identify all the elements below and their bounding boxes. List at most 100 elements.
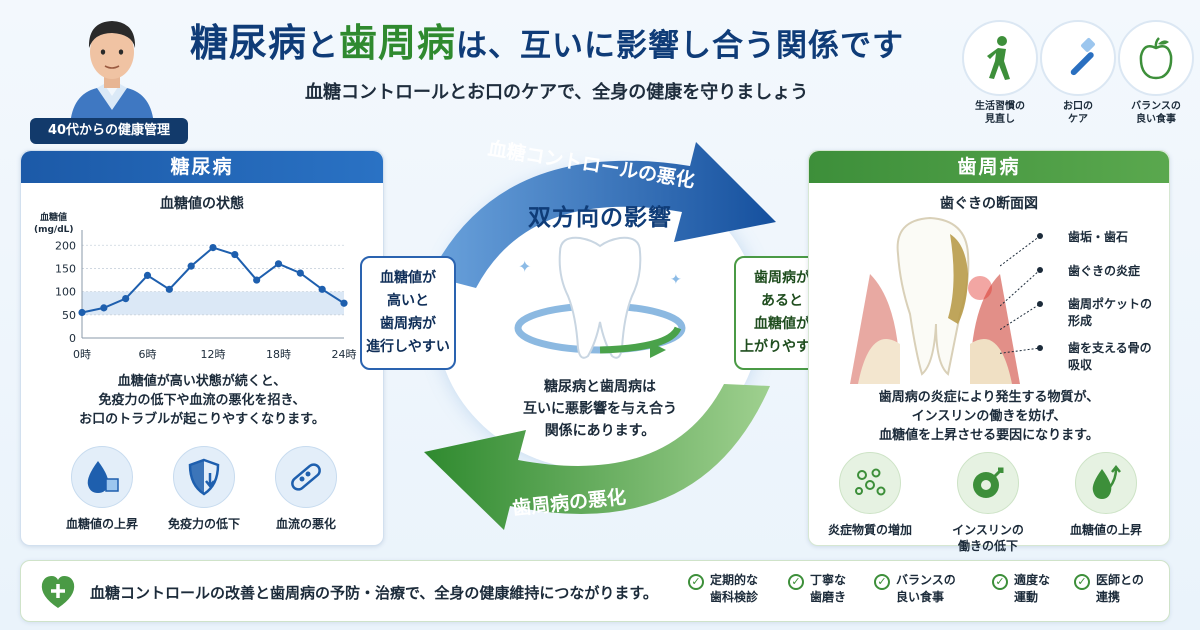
x-tick-label: 0時 <box>73 348 91 361</box>
callout-line: 進行しやすい <box>366 339 450 355</box>
chart-title: 血糖値の状態 <box>160 196 244 212</box>
check-line: 良い食事 <box>896 590 945 604</box>
toothbrush-icon <box>1070 38 1095 76</box>
footer-banner <box>20 560 1170 622</box>
glucose-point <box>143 271 152 280</box>
text-line: 血糖値が高い状態が続くと、 <box>117 374 287 389</box>
top-icon-label: お口の <box>1063 101 1093 112</box>
icon-label: 炎症物質の増加 <box>820 522 920 538</box>
gum-cross-section-diagram <box>850 216 1020 384</box>
blood-vessel-icon <box>291 463 321 491</box>
label-gum-inflammation: 歯ぐきの炎症 <box>1068 264 1141 278</box>
icon-label-line: 炎症物質の増加 <box>827 523 912 537</box>
callout-line: 血糖値が <box>754 316 810 332</box>
inflammation-particles-icon <box>855 468 886 496</box>
title-periodontal: 歯周病 <box>339 21 457 65</box>
label-plaque: 歯垢・歯石 <box>1068 230 1129 244</box>
text-line: お口のトラブルが起こりやすくなります。 <box>79 412 325 427</box>
text-line: 歯周病の炎症により発生する物質が、 <box>878 390 1100 405</box>
check-icon: ✓ <box>688 574 704 590</box>
callout-line: 高いと <box>387 293 429 309</box>
top-icon-label: バランスの <box>1131 101 1181 112</box>
check-line: 連携 <box>1096 590 1121 604</box>
callout-line: 歯周病が <box>380 316 436 332</box>
glucose-point <box>274 260 283 268</box>
periodontal-panel-header: 歯周病 <box>809 151 1169 183</box>
check-icon: ✓ <box>992 574 1008 590</box>
text-line: 互いに悪影響を与え合う <box>523 401 677 417</box>
y-tick-label: 200 <box>55 239 76 252</box>
page-subtitle: 血糖コントロールとお口のケアで、全身の健康を守りましょう <box>305 82 809 103</box>
check-exercise: ✓ 適度な運動 <box>992 572 1050 612</box>
icon-label: 血糖値の上昇 <box>1056 522 1156 538</box>
top-icon-label: 良い食事 <box>1136 114 1176 125</box>
title-and: と <box>307 28 340 64</box>
top-icon-label: 生活習慣の <box>975 101 1025 112</box>
icon-label-line: インスリンの <box>952 523 1024 537</box>
y-tick-label: 0 <box>69 332 76 345</box>
insulin-icon <box>973 467 1004 498</box>
top-icon-oral-care: お口のケア <box>1040 20 1116 132</box>
top-icon-label: ケア <box>1068 114 1088 125</box>
glucose-point <box>100 304 108 312</box>
callout-line: あると <box>761 293 803 309</box>
text-line: 糖尿病と歯周病は <box>544 379 656 395</box>
text-line: 免疫力の低下や血流の悪化を招き、 <box>98 393 306 408</box>
footer-message: 血糖コントロールの改善と歯周病の予防・治療で、全身の健康維持につながります。 <box>90 584 658 602</box>
label-line: 吸収 <box>1068 358 1093 372</box>
svg-text:✦: ✦ <box>670 272 682 288</box>
top-icon-diet: バランスの良い食事 <box>1118 20 1194 132</box>
shield-down-icon <box>188 458 220 496</box>
icon-immunity-drop: 免疫力の低下 <box>154 446 254 532</box>
icon-label-line: 働きの低下 <box>957 539 1018 553</box>
callout-line: 血糖値が <box>380 270 436 286</box>
apple-icon <box>1139 37 1173 80</box>
diabetes-description: 血糖値が高い状態が続くと、 免疫力の低下や血流の悪化を招き、 お口のトラブルが起… <box>30 372 374 429</box>
top-icon-lifestyle: 生活習慣の見直し <box>962 20 1038 132</box>
icon-inflammation: 炎症物質の増加 <box>820 452 920 538</box>
glucose-point <box>165 285 173 293</box>
check-line: 適度な <box>1014 573 1051 587</box>
cycle-arrows <box>424 142 776 530</box>
check-line: 医師との <box>1096 573 1144 587</box>
label-line: 歯を支える骨の <box>1068 341 1152 355</box>
glucose-point <box>209 243 217 252</box>
glucose-point <box>78 308 86 317</box>
normal-range-band <box>82 291 344 315</box>
glucose-point <box>318 285 326 293</box>
blood-drop-icon <box>87 461 119 493</box>
icon-label-line: 血糖値の上昇 <box>1069 523 1142 537</box>
y-tick-label: 150 <box>55 262 76 275</box>
label-periodontal-pocket: 歯周ポケットの 形成 <box>1068 296 1152 330</box>
svg-text:✦: ✦ <box>518 257 531 276</box>
glucose-point <box>340 299 348 307</box>
check-line: バランスの <box>896 573 956 587</box>
icon-glucose-up: 血糖値の上昇 <box>1056 452 1156 538</box>
title-rest: は、互いに影響し合う関係です <box>456 28 905 64</box>
check-brushing: ✓ 丁寧な歯磨き <box>788 572 846 612</box>
glucose-point <box>253 276 261 284</box>
y-tick-label: 50 <box>62 309 76 322</box>
icon-label: 血流の悪化 <box>275 517 336 531</box>
icon-label: インスリンの 働きの低下 <box>938 522 1038 554</box>
check-doctor-cooperation: ✓ 医師との連携 <box>1074 572 1144 612</box>
check-balanced-diet: ✓ バランスの良い食事 <box>874 572 956 612</box>
x-tick-label: 18時 <box>266 348 291 361</box>
top-icon-label: 見直し <box>985 114 1015 125</box>
diagram-leader-lines <box>1000 233 1043 354</box>
callout-line: 上がりやすい <box>740 339 824 355</box>
walking-person-icon <box>987 36 1010 80</box>
page-title: 糖尿病と歯周病は、互いに影響し合う関係です <box>190 12 950 72</box>
age-tag: 40代からの健康管理 <box>30 118 188 144</box>
icon-insulin: インスリンの 働きの低下 <box>938 452 1038 554</box>
check-icon: ✓ <box>1074 574 1090 590</box>
check-dental-checkup: ✓ 定期的な歯科検診 <box>688 572 758 612</box>
check-icon: ✓ <box>788 574 804 590</box>
title-diabetes: 糖尿病 <box>190 21 308 65</box>
diagram-title: 歯ぐきの断面図 <box>940 196 1038 212</box>
check-line: 定期的な <box>710 573 759 587</box>
check-line: 丁寧な <box>810 573 847 587</box>
blood-drop-up-icon <box>1092 464 1121 499</box>
x-tick-label: 6時 <box>139 348 157 361</box>
